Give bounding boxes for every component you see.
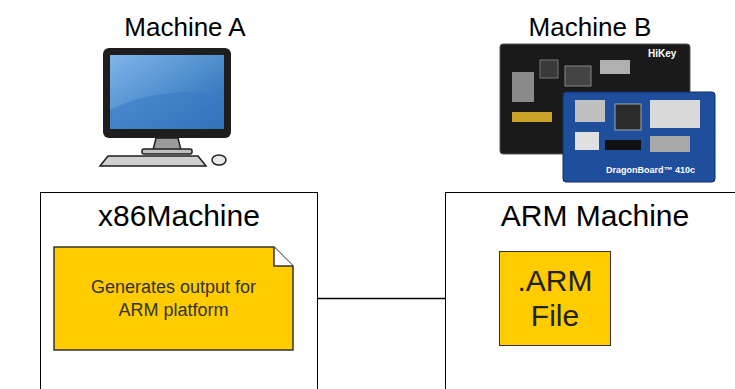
machine-frame: ARM Machine .ARM File [445,192,735,389]
note-shape: Generates output for ARM platform [53,246,294,351]
note-body [54,247,293,350]
file-box: .ARM File [499,251,611,346]
machine-heading: Machine B [490,12,690,43]
machine-heading: Machine A [85,12,285,43]
board-photos [500,44,715,182]
board-name: HiKey [648,48,686,59]
machine-title: ARM Machine [446,199,735,234]
node-text: .ARM File [509,264,601,333]
computer-icon [100,48,231,166]
note-fold [274,247,293,266]
machine-title: x86Machine [41,199,317,234]
node-text: Generates output for ARM platform [74,276,274,321]
note-outline [53,246,294,351]
machine-frame: x86MachineGenerates output for ARM platf… [40,192,318,389]
board-name: DragonBoard™ 410c [606,165,710,175]
